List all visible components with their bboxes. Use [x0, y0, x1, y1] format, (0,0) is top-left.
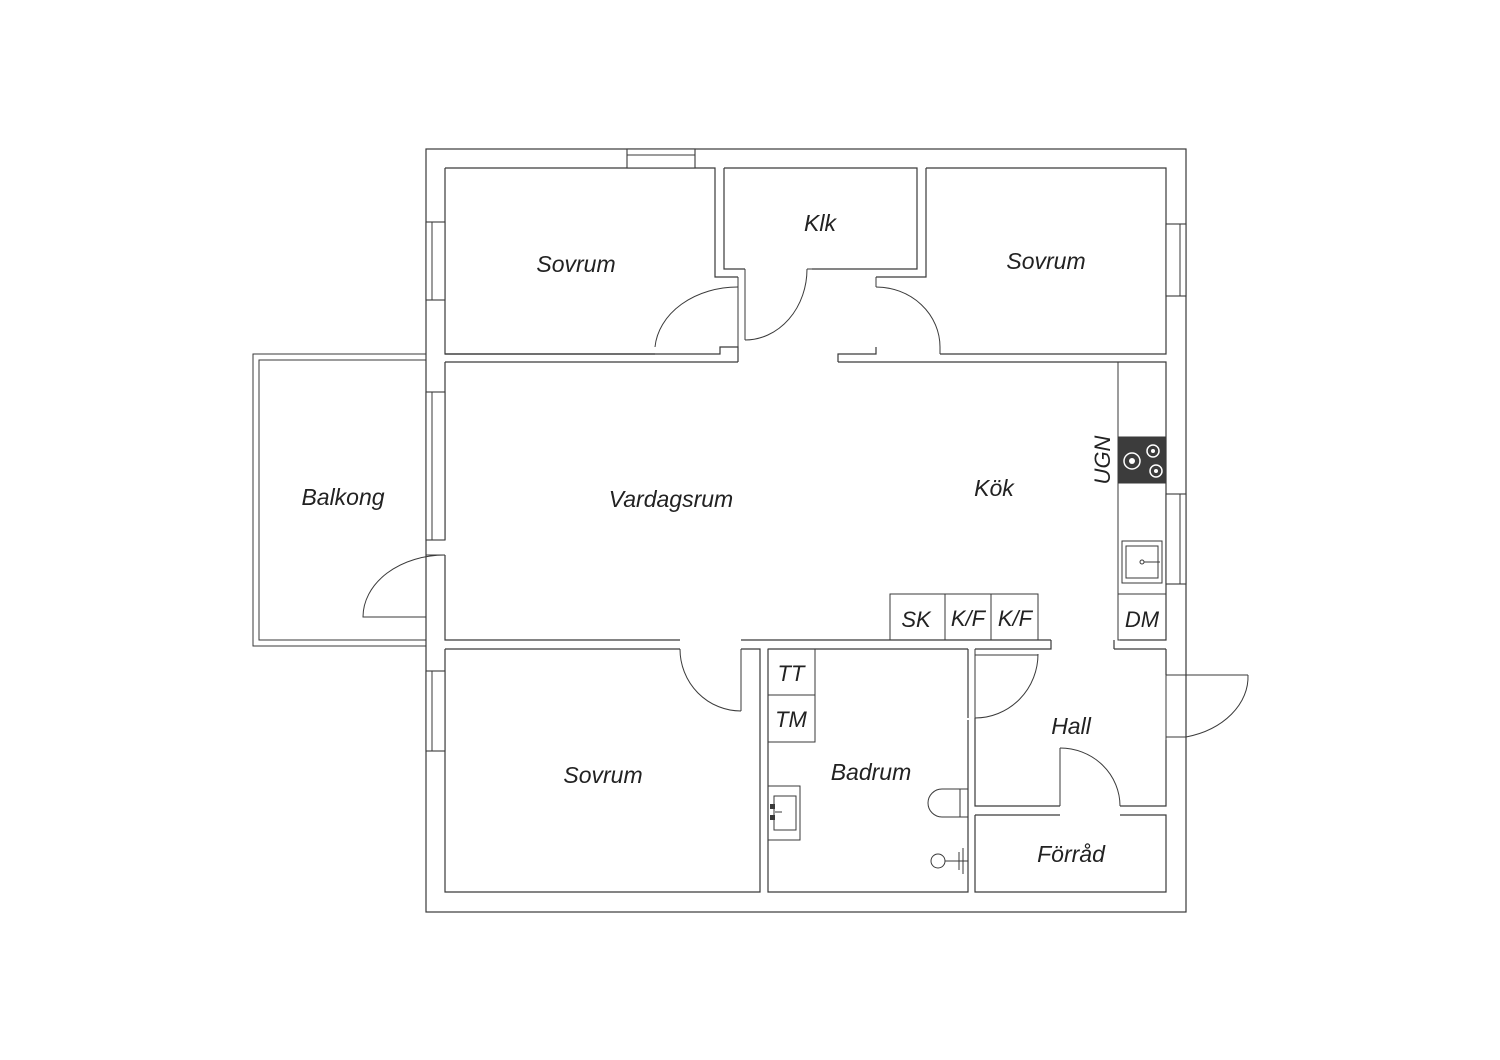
- toilet-icon: [927, 788, 968, 818]
- room-label-badrum: Badrum: [831, 759, 912, 785]
- tm-box: [767, 694, 816, 743]
- room-labels: Sovrum Klk Sovrum Balkong Vardagsrum Kök…: [301, 210, 1106, 867]
- door-klk: [744, 268, 812, 341]
- stove-icon: [1117, 436, 1167, 484]
- fixture-labels: SK K/F K/F DM UGN TT TM: [775, 435, 1160, 732]
- washbasin-icon: [767, 785, 801, 841]
- room-label-forrad: Förråd: [1037, 841, 1106, 867]
- fixture-label-tm: TM: [775, 707, 807, 732]
- room-label-sovrum-bottom: Sovrum: [563, 762, 642, 788]
- door-balkong: [362, 540, 446, 620]
- window-right-top: [1165, 223, 1187, 297]
- kitchen-fixtures: [889, 436, 1167, 641]
- room-label-sovrum-top-left: Sovrum: [536, 251, 615, 277]
- shower-icon: [930, 848, 968, 874]
- window-right-mid: [1165, 493, 1187, 585]
- room-label-kok: Kök: [974, 475, 1015, 501]
- room-label-klk: Klk: [804, 210, 837, 236]
- room-label-sovrum-top-right: Sovrum: [1006, 248, 1085, 274]
- door-entrance: [1165, 674, 1249, 740]
- window-left-bottom: [425, 670, 446, 752]
- door-sovrum-top-left: [654, 277, 739, 348]
- interior-walls: [252, 167, 1167, 893]
- window-top: [626, 148, 696, 169]
- dm-box: [1117, 593, 1167, 641]
- room-label-balkong: Balkong: [301, 484, 384, 510]
- door-forrad: [1059, 747, 1121, 807]
- kf2-box: [990, 593, 1039, 641]
- door-sovrum-bottom: [679, 648, 742, 712]
- windows: [425, 148, 1187, 752]
- window-left-top: [425, 221, 446, 301]
- fixture-label-kf1: K/F: [951, 606, 987, 631]
- fixture-label-tt: TT: [778, 661, 806, 686]
- fixture-label-dm: DM: [1125, 607, 1160, 632]
- door-badrum: [974, 649, 1039, 719]
- kitchen-sink-icon: [1121, 540, 1163, 584]
- fixture-label-sk: SK: [901, 607, 932, 632]
- room-label-vardagsrum: Vardagsrum: [609, 486, 733, 512]
- door-sovrum-top-right: [875, 277, 941, 354]
- fixture-label-kf2: K/F: [998, 606, 1034, 631]
- fixture-label-ugn: UGN: [1090, 435, 1115, 484]
- bathroom-fixtures: [767, 648, 968, 874]
- doors: [362, 268, 1249, 807]
- room-label-hall: Hall: [1051, 713, 1092, 739]
- window-left-mid: [425, 391, 446, 541]
